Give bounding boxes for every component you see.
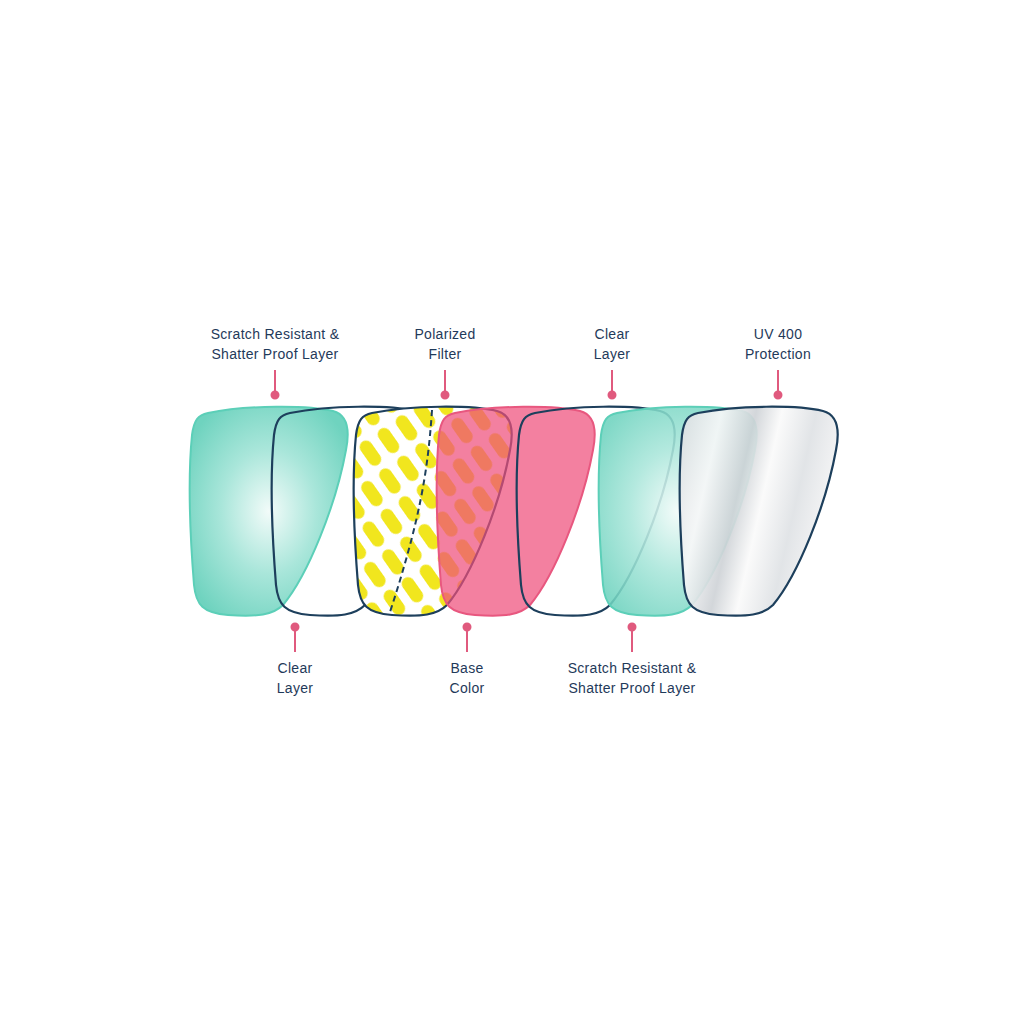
leader-lines: [272, 370, 782, 652]
layer-label: UV 400 Protection: [732, 324, 824, 364]
layer-label: Base Color: [439, 658, 495, 698]
layer-label: Scratch Resistant & Shatter Proof Layer: [193, 324, 358, 364]
layer-label: Polarized Filter: [403, 324, 487, 364]
layer-label: Clear Layer: [581, 324, 643, 364]
lens-layer: [190, 407, 838, 616]
layer-label: Clear Layer: [264, 658, 326, 698]
layer-label: Scratch Resistant & Shatter Proof Layer: [550, 658, 715, 698]
